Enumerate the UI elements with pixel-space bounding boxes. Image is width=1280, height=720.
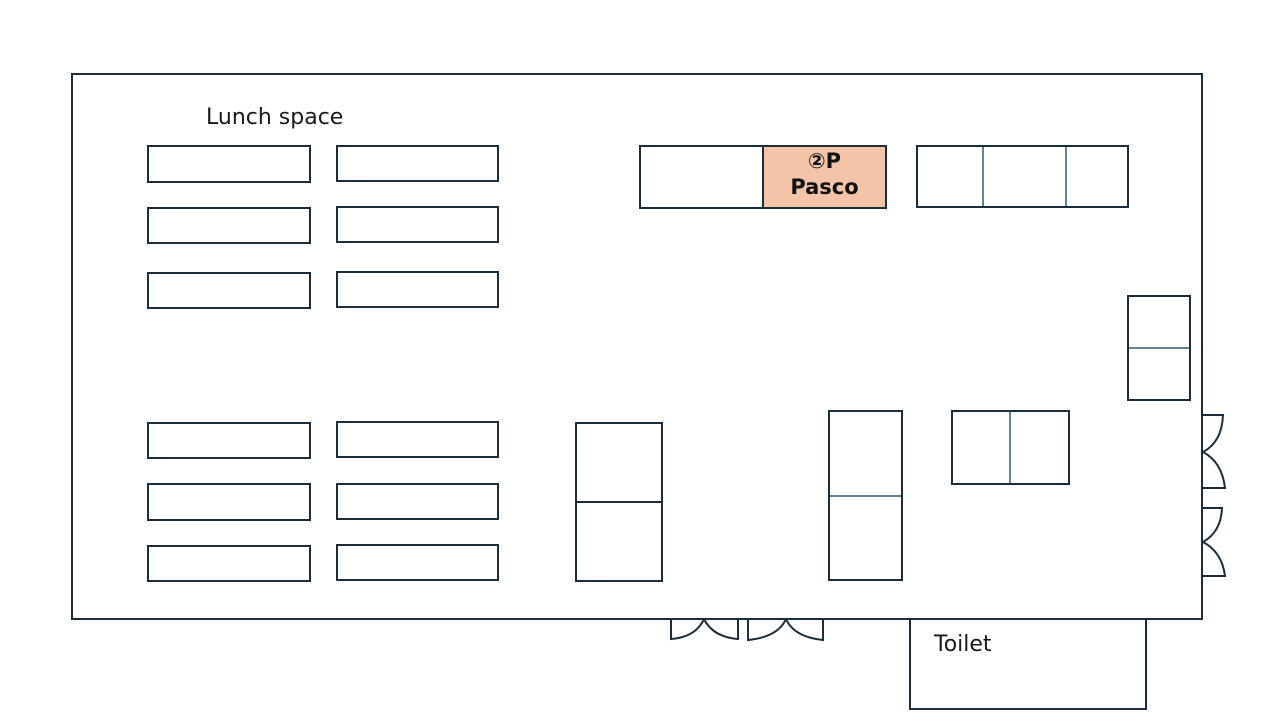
booth-pasco[interactable] <box>762 145 887 209</box>
booth-block-outline <box>916 145 1129 208</box>
booth-block-outline <box>828 410 903 581</box>
lunch-table <box>147 272 311 309</box>
booth-block-right-wall <box>1127 295 1191 401</box>
booth-block-right-middle <box>951 410 1070 485</box>
booth-block-top-right <box>916 145 1129 208</box>
lunch-table <box>336 483 499 520</box>
booth-block-center-right <box>828 410 903 581</box>
lunch-table <box>147 422 311 459</box>
lunch-table <box>336 421 499 458</box>
door-icon <box>1202 507 1224 543</box>
booth-number: ②P <box>807 149 842 173</box>
door-icon <box>670 618 705 641</box>
toilet-label: Toilet <box>934 632 992 657</box>
lunch-tables-upper <box>147 145 499 309</box>
booth-name: Pasco <box>790 175 859 199</box>
lunch-table <box>336 544 499 581</box>
door-icon <box>703 618 739 641</box>
door-icon <box>1202 451 1227 489</box>
booth-cell <box>639 145 764 209</box>
booth-block-outline <box>575 422 663 582</box>
lunch-space-label: Lunch space <box>206 105 344 130</box>
booth-pasco-label[interactable]: ②P Pasco <box>763 148 886 200</box>
lunch-table <box>147 545 311 582</box>
hall-outline <box>71 73 1203 620</box>
door-icon <box>1202 541 1227 577</box>
lunch-table <box>147 145 311 183</box>
door-icon <box>747 618 787 642</box>
lunch-table <box>336 145 499 182</box>
lunch-table <box>147 207 311 244</box>
door-icon <box>1202 414 1225 453</box>
booth-block-center-left <box>575 422 663 582</box>
right-doors <box>1202 414 1227 577</box>
toilet-room <box>909 618 1147 710</box>
lunch-tables-lower <box>147 421 499 582</box>
booth-block-outline <box>1127 295 1191 401</box>
lunch-table <box>336 206 499 243</box>
lunch-table <box>336 271 499 308</box>
door-icon <box>785 618 824 642</box>
booth-block-outline <box>951 410 1070 485</box>
lunch-table <box>147 483 311 521</box>
bottom-doors <box>670 618 824 642</box>
